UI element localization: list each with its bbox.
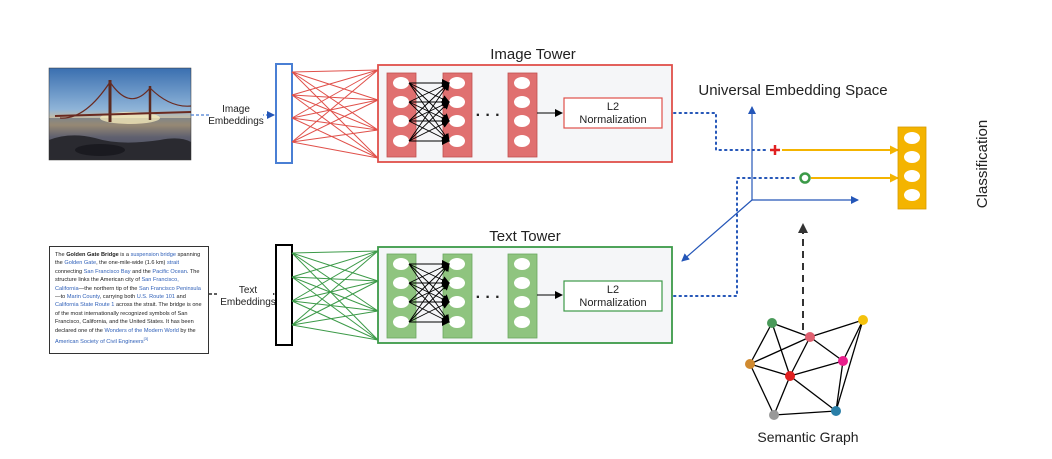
- text-tower-title: Text Tower: [489, 228, 560, 245]
- text-tower-layer-1: [386, 253, 417, 339]
- wiki-link[interactable]: San Francisco, California: [55, 277, 179, 292]
- wiki-link[interactable]: suspension bridge: [130, 252, 176, 258]
- wiki-text: , the one-mile-wide (1.6 km): [96, 260, 167, 267]
- text-embedding-point-icon: [799, 172, 811, 184]
- wiki-link[interactable]: American Society of Civil Engineers: [55, 338, 144, 345]
- wiki-link[interactable]: San Francisco Bay: [83, 268, 131, 275]
- text-l2-label: L2: [607, 284, 619, 296]
- graph-node-6: [785, 371, 795, 381]
- text-tower-ellipsis: · · ·: [476, 289, 501, 306]
- image-embeddings-label-line1: Image: [222, 104, 250, 115]
- graph-node-3: [858, 315, 868, 325]
- text-l2-normalization-box: [563, 280, 663, 312]
- wiki-text: . The structure links the American city …: [55, 268, 200, 284]
- text-fan-lines: [291, 250, 379, 341]
- wiki-text: and the: [130, 268, 153, 275]
- wiki-reference[interactable]: [3]: [143, 336, 149, 342]
- image-embedding-flow: [673, 112, 769, 151]
- image-tower-connections: [408, 79, 450, 145]
- wikipedia-text-snippet: The Golden Gate Bridge is a suspension b…: [49, 246, 209, 354]
- image-embedding-point-icon: [770, 145, 780, 155]
- image-tower-layer-1: [386, 72, 417, 158]
- graph-node-5: [745, 359, 755, 369]
- wiki-link[interactable]: U.S. Route 101: [136, 294, 175, 301]
- universal-embedding-space-title: Universal Embedding Space: [698, 82, 887, 99]
- graph-node-8: [831, 406, 841, 416]
- text-tower-connections: [408, 260, 450, 326]
- text-embedding-flow: [673, 177, 799, 297]
- image-fan-lines: [291, 69, 379, 159]
- semantic-graph-edges: [749, 319, 864, 416]
- wiki-title: Golden Gate Bridge: [66, 252, 119, 258]
- wiki-text: and: [174, 294, 186, 301]
- graph-node-4: [838, 356, 848, 366]
- text-embeddings-label-line1: Text: [239, 285, 258, 296]
- image-normalization-label: Normalization: [579, 114, 646, 126]
- graph-node-2: [805, 332, 815, 342]
- graph-node-7: [769, 410, 779, 420]
- image-tower-ellipsis: · · ·: [476, 107, 501, 124]
- image-embedding-label-bg: [209, 101, 263, 127]
- wiki-text: connecting: [55, 268, 84, 275]
- wiki-link[interactable]: Wonders of the Modern World: [104, 327, 179, 334]
- image-tower-layer-3: [507, 72, 538, 158]
- image-l2-label: L2: [607, 101, 619, 113]
- wiki-text: spanning the: [55, 252, 201, 267]
- text-normalization-label: Normalization: [579, 297, 646, 309]
- wiki-link[interactable]: Golden Gate: [64, 260, 97, 267]
- wiki-link[interactable]: Marin County: [66, 294, 100, 301]
- image-tower-title: Image Tower: [490, 46, 576, 63]
- wiki-text: —the northern tip of the: [78, 285, 139, 292]
- wiki-text: —to: [55, 294, 67, 301]
- wiki-text: across the strait. The bridge is one of …: [55, 302, 202, 334]
- wiki-text: by the: [178, 327, 196, 334]
- text-embedding-label-bg: [219, 282, 273, 308]
- graph-node-1: [767, 318, 777, 328]
- image-embedding-vector: [275, 63, 293, 164]
- semantic-graph-nodes: [745, 315, 868, 420]
- classification-layer: [897, 126, 927, 210]
- wiki-text: , carrying both: [99, 294, 137, 301]
- wiki-text: The: [55, 252, 67, 258]
- wiki-link[interactable]: strait: [166, 260, 180, 267]
- golden-gate-photo: [48, 67, 192, 161]
- classification-label: Classification: [974, 120, 991, 208]
- text-tower-layer-3: [507, 253, 538, 339]
- wiki-link[interactable]: California State Route 1: [55, 302, 115, 309]
- semantic-graph-label: Semantic Graph: [757, 429, 858, 445]
- text-embeddings-label-line2: Embeddings: [220, 297, 276, 308]
- wiki-link[interactable]: San Francisco Peninsula: [138, 285, 201, 292]
- wiki-text: is a: [118, 252, 131, 258]
- wiki-link[interactable]: Pacific Ocean: [152, 268, 187, 275]
- image-l2-normalization-box: [563, 97, 663, 129]
- embedding-axes: [681, 106, 859, 262]
- image-embeddings-label-line2: Embeddings: [208, 116, 264, 127]
- text-embedding-vector: [275, 244, 293, 346]
